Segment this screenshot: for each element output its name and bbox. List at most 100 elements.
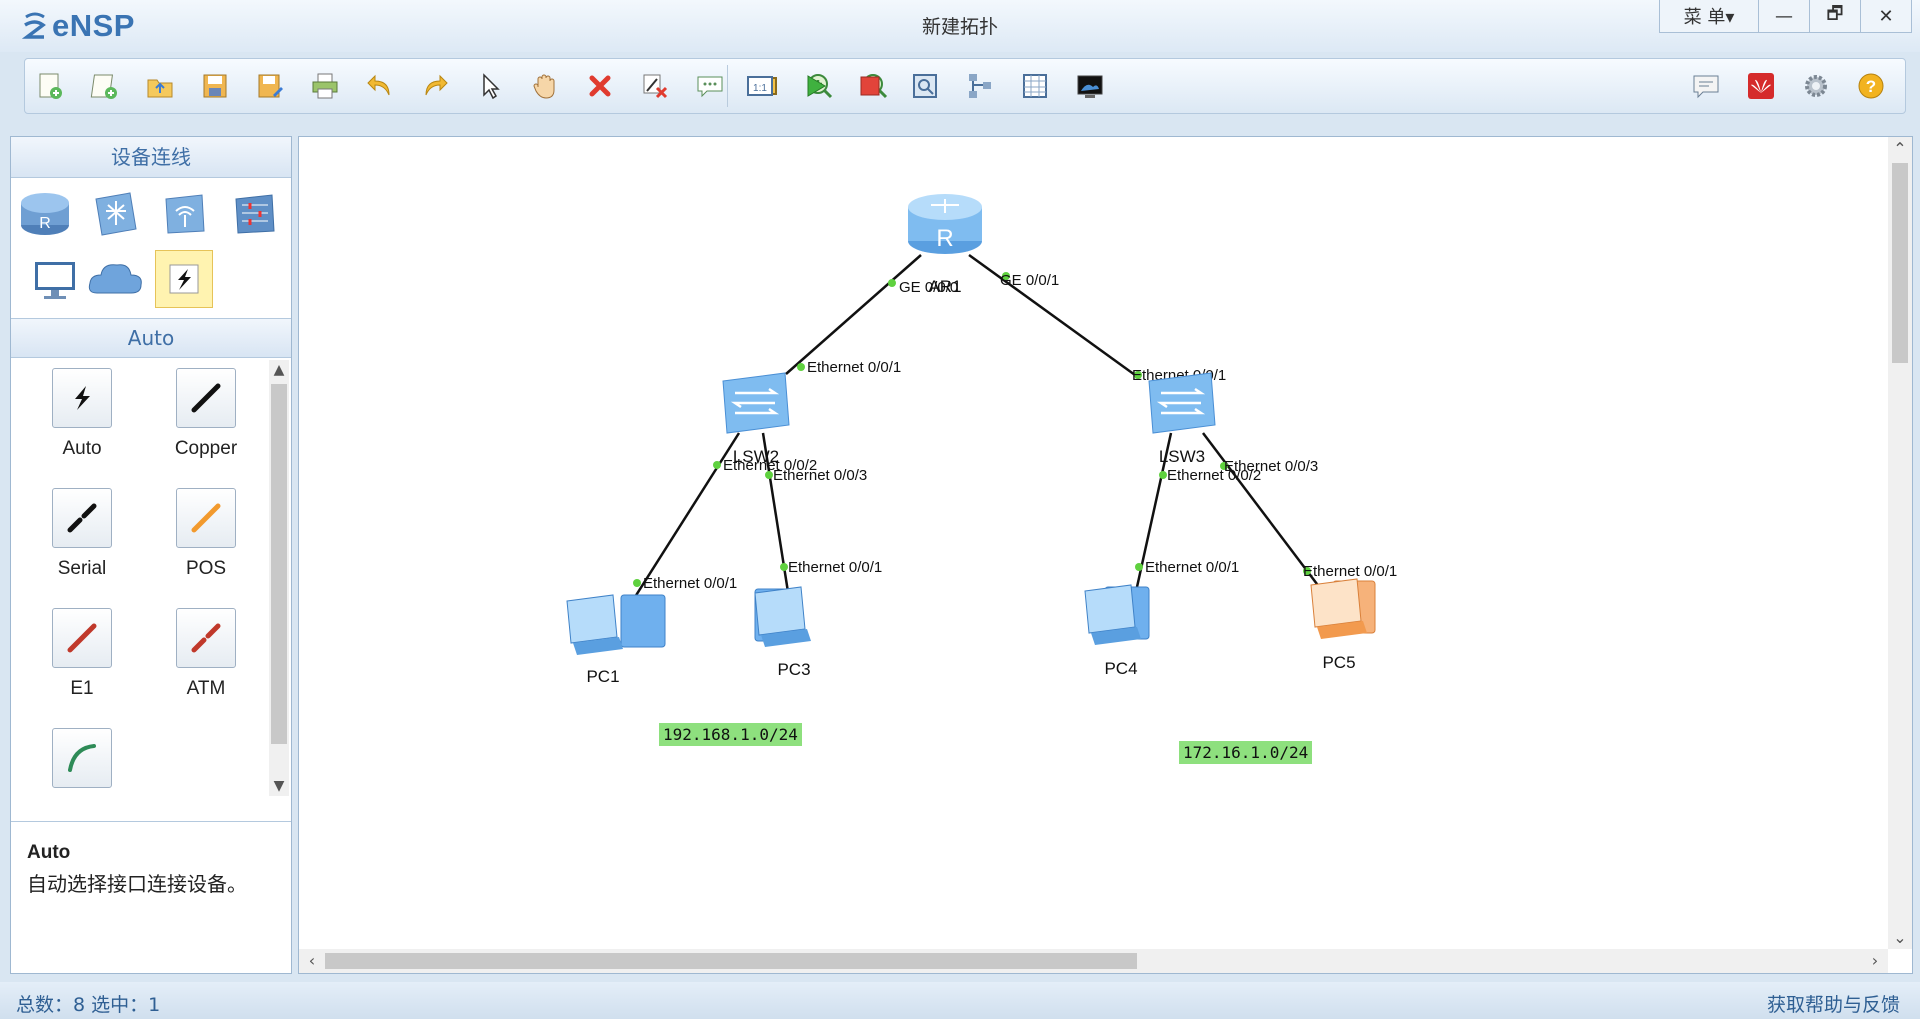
link-ar1-lsw3[interactable]	[968, 253, 1136, 377]
topology-diagram[interactable]: GE 0/0/0 GE 0/0/1 Ethernet 0/0/1 Etherne…	[299, 137, 1888, 949]
device-category-grid: R	[11, 178, 291, 319]
cable-auto-label: Auto	[62, 438, 102, 459]
cable-list-scroll-thumb[interactable]	[271, 384, 287, 744]
cable-pos-label: POS	[185, 558, 227, 579]
save-button[interactable]	[194, 65, 236, 107]
huawei-button[interactable]	[1740, 65, 1782, 107]
cable-atm[interactable]: ATM	[161, 608, 251, 700]
device-wireless[interactable]	[157, 186, 213, 242]
link-lsw3-pc4[interactable]	[1135, 432, 1173, 588]
help-button[interactable]: ?	[1850, 65, 1892, 107]
port-dot	[1220, 462, 1228, 470]
text-bubble-icon	[697, 76, 723, 98]
new-test-button[interactable]	[84, 65, 126, 107]
cable-copper[interactable]: Copper	[161, 368, 251, 460]
delete-links-button[interactable]	[634, 65, 676, 107]
cable-pos-box	[176, 488, 236, 548]
grid-button[interactable]	[1014, 65, 1056, 107]
cable-e1[interactable]: E1	[37, 608, 127, 700]
select-button[interactable]	[469, 65, 511, 107]
device-cloud[interactable]	[87, 252, 143, 308]
node-pc5[interactable]: PC5	[1310, 578, 1376, 672]
delete-button[interactable]	[579, 65, 621, 107]
device-firewall[interactable]	[227, 186, 283, 242]
svg-text:R: R	[39, 215, 51, 232]
canvas-scroll-right-icon[interactable]: ›	[1871, 951, 1879, 970]
node-ar1[interactable]: R AR1	[908, 194, 982, 296]
port-dot	[1135, 563, 1143, 571]
node-pc3[interactable]: PC3	[754, 586, 811, 679]
cable-pos[interactable]: POS	[161, 488, 251, 580]
stop-icon	[860, 76, 880, 96]
cable-serial-box	[52, 488, 112, 548]
canvas-horizontal-scroll-thumb[interactable]	[325, 953, 1137, 969]
canvas-vertical-scrollbar[interactable]: ⌃ ⌄	[1888, 137, 1912, 949]
topology-button[interactable]	[959, 65, 1001, 107]
link-lsw2-pc1[interactable]	[633, 432, 741, 598]
redo-button[interactable]	[414, 65, 456, 107]
cable-e1-label: E1	[70, 678, 94, 699]
cable-ctl[interactable]	[37, 728, 127, 788]
restore-button[interactable]: 🗗	[1809, 0, 1860, 32]
save-as-button[interactable]	[249, 65, 291, 107]
network-label-192[interactable]: 192.168.1.0/24	[659, 723, 802, 746]
cable-copper-box	[176, 368, 236, 428]
port-dot	[1159, 471, 1167, 479]
port-dot	[633, 579, 641, 587]
node-pc1[interactable]: PC1	[566, 594, 666, 686]
device-switch[interactable]	[87, 186, 143, 242]
main-toolbar: 1:1 ?	[24, 58, 1906, 114]
copper-cable-icon	[191, 383, 221, 413]
canvas-vertical-scroll-thumb[interactable]	[1892, 163, 1908, 363]
description-area: Auto 自动选择接口连接设备。	[11, 821, 291, 974]
stop-device-button[interactable]	[849, 65, 891, 107]
cable-list-scrollbar[interactable]: ▲ ▼	[269, 360, 289, 796]
screenshot-button[interactable]	[1069, 65, 1111, 107]
cable-list: Auto Copper Serial POS E1 ATM ▲ ▼	[11, 358, 291, 800]
device-cable[interactable]	[155, 250, 213, 308]
add-text-button[interactable]	[689, 65, 731, 107]
port-dot	[780, 563, 788, 571]
node-lsw2[interactable]: LSW2	[722, 372, 790, 466]
network-label-172[interactable]: 172.16.1.0/24	[1179, 741, 1313, 764]
start-device-button[interactable]	[794, 65, 836, 107]
scroll-up-arrow-icon[interactable]: ▲	[273, 362, 285, 378]
node-pc4[interactable]: PC4	[1084, 584, 1150, 678]
toolbar-group-right: ?	[1685, 59, 1905, 113]
new-topology-button[interactable]	[29, 65, 71, 107]
fit-view-button[interactable]: 1:1	[739, 65, 781, 107]
close-button[interactable]: ✕	[1860, 0, 1911, 32]
canvas-scroll-left-icon[interactable]: ‹	[308, 951, 316, 970]
chat-button[interactable]	[1685, 65, 1727, 107]
canvas-horizontal-scrollbar[interactable]: ‹ ›	[299, 949, 1888, 973]
save-icon	[203, 74, 227, 98]
device-panel: 设备连线 R Auto Auto Copper	[10, 136, 292, 974]
save-as-icon	[258, 74, 283, 98]
open-button[interactable]	[139, 65, 181, 107]
capture-button[interactable]	[904, 65, 946, 107]
node-label-pc3: PC3	[777, 660, 810, 679]
settings-button[interactable]	[1795, 65, 1837, 107]
cable-serial[interactable]: Serial	[37, 488, 127, 580]
print-button[interactable]	[304, 65, 346, 107]
huawei-logo-icon	[1748, 73, 1774, 99]
fit-1to1-icon: 1:1	[747, 76, 773, 96]
link-ar1-lsw2[interactable]	[785, 254, 922, 375]
cable-serial-label: Serial	[57, 558, 107, 579]
link-lsw3-pc5[interactable]	[1202, 432, 1324, 593]
device-pc[interactable]	[27, 252, 83, 308]
pan-button[interactable]	[524, 65, 566, 107]
canvas-scroll-up-icon[interactable]: ⌃	[1893, 139, 1907, 158]
topology-canvas[interactable]: GE 0/0/0 GE 0/0/1 Ethernet 0/0/1 Etherne…	[298, 136, 1913, 974]
cable-auto[interactable]: Auto	[37, 368, 127, 460]
port-labels: GE 0/0/0 GE 0/0/1 Ethernet 0/0/1 Etherne…	[643, 272, 1397, 592]
grid-table-icon	[1023, 74, 1047, 98]
main-menu-button[interactable]: 菜 单▾	[1683, 7, 1735, 28]
help-feedback-link[interactable]: 获取帮助与反馈	[1766, 994, 1900, 1016]
scroll-down-arrow-icon[interactable]: ▼	[273, 778, 285, 794]
minimize-button[interactable]: —	[1758, 0, 1809, 32]
undo-button[interactable]	[359, 65, 401, 107]
node-lsw3[interactable]: LSW3	[1148, 372, 1216, 466]
canvas-scroll-down-icon[interactable]: ⌄	[1893, 928, 1907, 947]
device-router[interactable]: R	[17, 186, 73, 242]
